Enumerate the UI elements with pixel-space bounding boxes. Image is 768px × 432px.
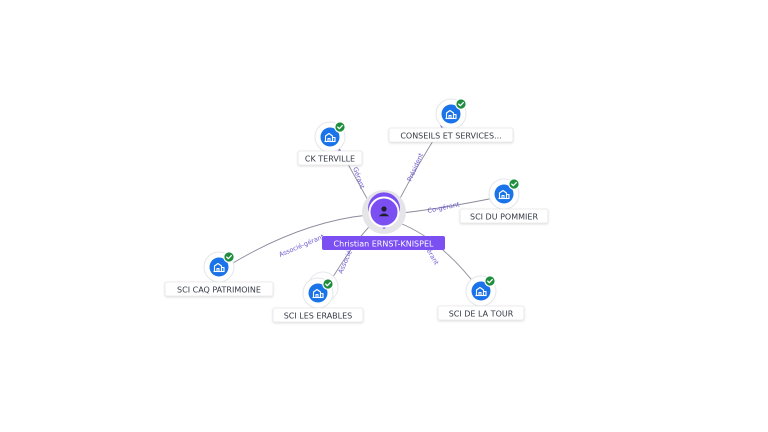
- verified-check-icon: [223, 251, 235, 263]
- company-node-sci-les-erables[interactable]: SCI LES ERABLES: [272, 271, 364, 323]
- company-label-conseils: CONSEILS ET SERVICES...: [400, 132, 501, 141]
- company-label-sci-du-pommier: SCI DU POMMIER: [470, 213, 538, 222]
- edge-label-ck-terville: Gérant: [351, 166, 366, 190]
- company-label-sci-les-erables: SCI LES ERABLES: [284, 312, 353, 321]
- company-node-ck-terville[interactable]: CK TERVILLE: [297, 121, 363, 166]
- edge-label-sci-les-erables: Associé: [337, 249, 354, 275]
- edge-label-sci-du-pommier: Co-gérant: [427, 200, 461, 215]
- verified-check-icon: [484, 275, 496, 287]
- company-node-sci-caq[interactable]: SCI CAQ PATRIMOINE: [164, 251, 274, 297]
- edge-sci-de-la-tour: Gérant: [396, 221, 479, 290]
- verified-check-icon: [322, 278, 334, 290]
- verified-check-icon: [334, 121, 346, 133]
- company-node-sci-du-pommier[interactable]: SCI DU POMMIER: [459, 178, 549, 224]
- center-person-node[interactable]: Christian ERNST-KNISPEL: [322, 190, 445, 250]
- company-label-ck-terville: CK TERVILLE: [305, 155, 355, 164]
- company-node-conseils[interactable]: CONSEILS ET SERVICES...: [388, 98, 514, 143]
- company-node-sci-de-la-tour[interactable]: SCI DE LA TOUR: [437, 275, 525, 321]
- edge-label-conseils: Président: [406, 151, 426, 182]
- edges: Gérant Président Co-gérant Gérant Associ…: [227, 123, 495, 291]
- company-label-sci-de-la-tour: SCI DE LA TOUR: [449, 310, 514, 319]
- person-icon: [378, 206, 390, 217]
- verified-check-icon: [455, 98, 467, 110]
- verified-check-icon: [508, 178, 520, 190]
- center-person-label: Christian ERNST-KNISPEL: [334, 240, 434, 249]
- company-label-sci-caq: SCI CAQ PATRIMOINE: [177, 286, 261, 295]
